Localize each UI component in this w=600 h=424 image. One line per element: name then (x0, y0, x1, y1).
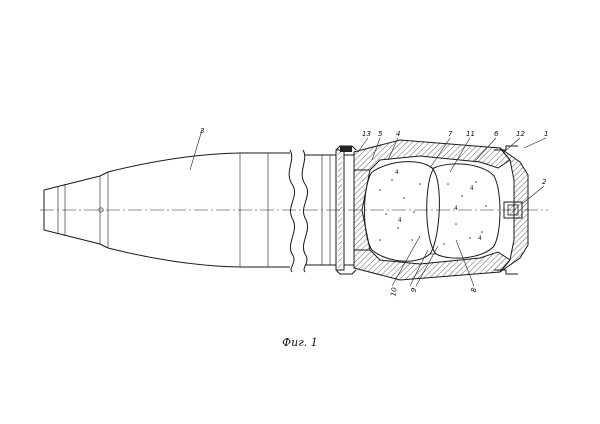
label-5: 5 (378, 130, 383, 138)
label-7: 7 (448, 130, 453, 138)
nose-section (43, 152, 290, 268)
svg-text:4: 4 (395, 169, 399, 176)
fill-speckles: 4 4 4 4 4 (379, 169, 487, 245)
label-3: 3 (200, 127, 204, 135)
explosive-chambers: 4 4 4 4 4 (364, 161, 501, 262)
figure-caption: Фиг. 1 (282, 336, 318, 349)
label-2: 2 (542, 178, 547, 186)
label-8: 8 (470, 287, 479, 293)
reference-labels: 3 13 5 4 7 11 6 12 1 2 10 9 8 (200, 127, 548, 297)
svg-text:4: 4 (478, 235, 482, 242)
label-13: 13 (362, 130, 371, 138)
svg-text:4: 4 (470, 185, 474, 192)
label-1: 1 (544, 130, 548, 138)
label-4: 4 (396, 130, 400, 138)
label-9: 9 (410, 287, 419, 293)
break-lines (288, 149, 309, 273)
label-6: 6 (494, 130, 499, 138)
casing-section (353, 139, 529, 281)
label-10: 10 (389, 286, 399, 297)
svg-text:4: 4 (398, 217, 402, 224)
body-section (305, 145, 357, 275)
svg-text:4: 4 (454, 205, 458, 212)
label-12: 12 (516, 130, 525, 138)
label-11: 11 (466, 130, 475, 138)
leader-lines (189, 129, 547, 287)
